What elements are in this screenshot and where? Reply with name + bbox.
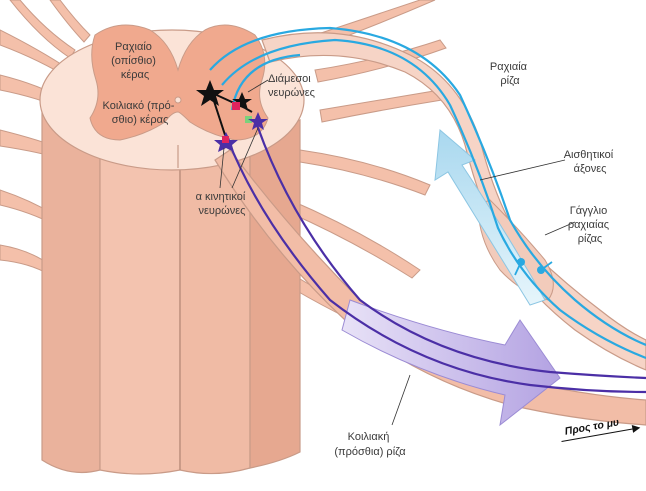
synapse-red-2-icon: [222, 136, 229, 143]
label-dorsal-root: Ραχιαία ρίζα: [490, 61, 530, 87]
synapse-red-icon: [232, 102, 240, 110]
label-ventral-root: Κοιλιακή (πρόσθια) ρίζα: [334, 431, 406, 458]
dorsal-root: [262, 33, 646, 370]
label-sensory-axons: Αισθητικοί άξονες: [564, 149, 617, 175]
label-ganglion: Γάγγλιο ραχιαίας ρίζας: [568, 205, 612, 245]
